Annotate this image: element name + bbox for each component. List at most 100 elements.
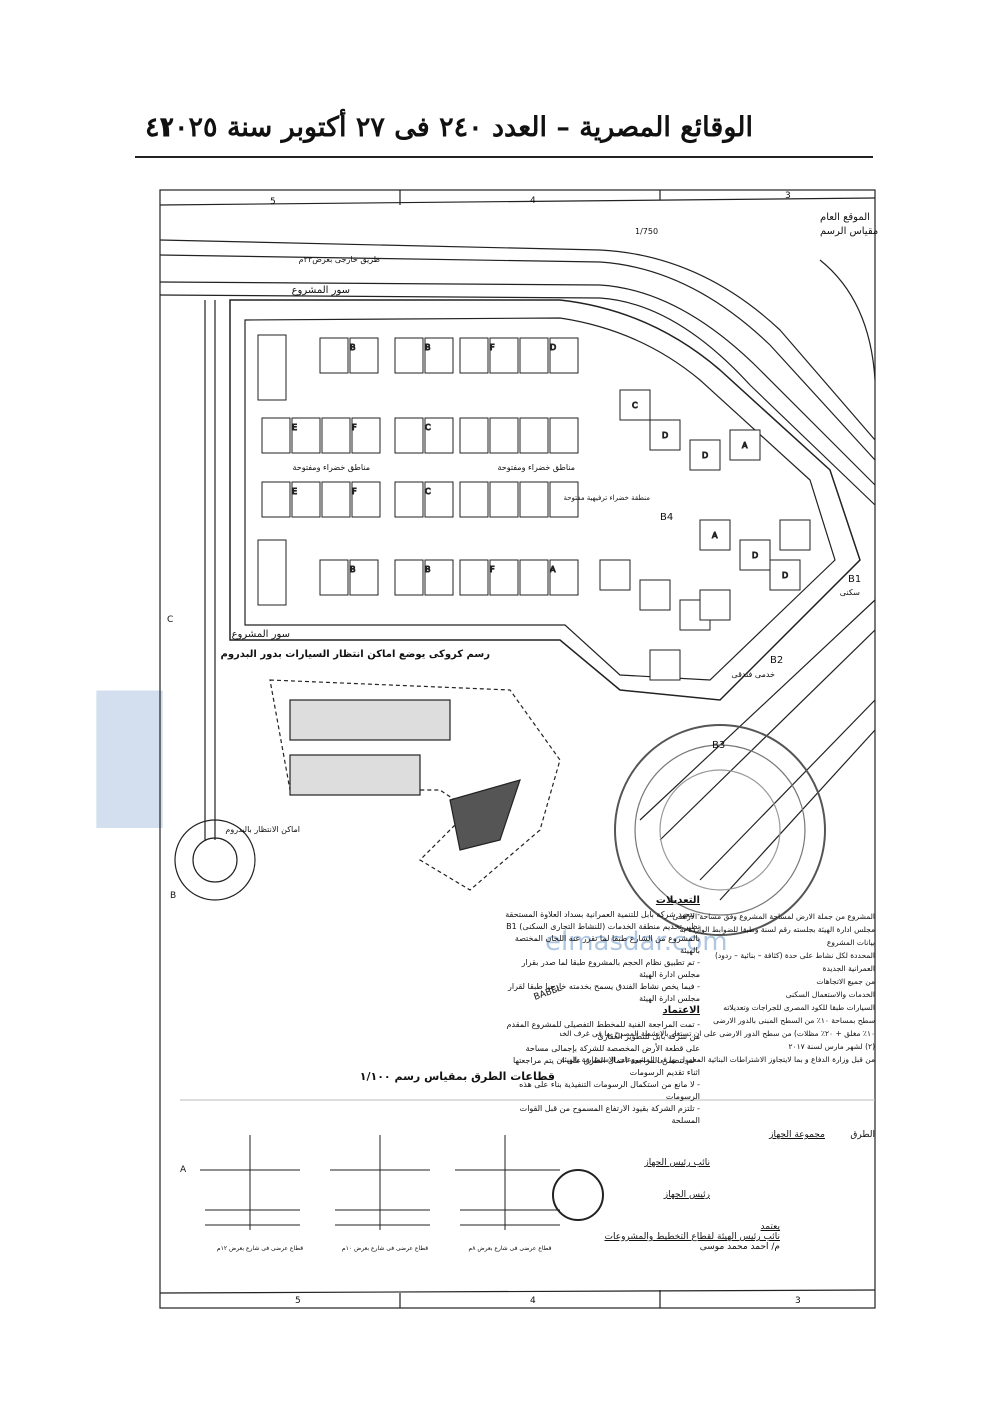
building-footprint (394, 417, 424, 454)
green-area-label: مناطق خضراء ومفتوحة (497, 463, 575, 472)
building-footprint (489, 481, 519, 518)
building-footprint (519, 337, 549, 374)
building-footprint (394, 481, 424, 518)
approved-label: يعتمد (760, 1222, 781, 1232)
section-label: قطاع عرضى فى شارع بعرض ١٠م (342, 1245, 428, 1252)
amendments-notes: التعديلات - تتعهد شركة بابل للتنمية العم… (500, 895, 700, 1127)
engineer-name: م/ احمد محمد موسى (699, 1242, 780, 1252)
building-label: E (292, 487, 297, 496)
building-footprint (519, 481, 549, 518)
building-footprint (349, 337, 379, 374)
building-label: B (425, 565, 431, 574)
building-footprint (257, 539, 287, 606)
building-footprint (261, 417, 291, 454)
note-line: من جميع الاتجاهات (816, 977, 875, 986)
building-footprint (424, 417, 454, 454)
amendments-title: التعديلات (655, 895, 700, 906)
project-wall-label: سور المشروع (232, 629, 290, 640)
building-label: F (352, 423, 357, 432)
building-label: D (752, 551, 758, 560)
grid-label: 4 (530, 1296, 536, 1306)
building-footprint (689, 439, 721, 471)
building-footprint (549, 337, 579, 374)
note-line: المشروع من جملة الارض لمساحة المشروع وفق… (672, 912, 875, 921)
building-footprint (424, 559, 454, 596)
general-site-label: الموقع العام (820, 212, 870, 223)
grid-label: A (180, 1165, 187, 1175)
conditions-notes: المشروع من جملة الارض لمساحة المشروع وفق… (560, 910, 875, 1066)
building-footprint (599, 559, 631, 591)
building-footprint (549, 417, 579, 454)
note-line: بيانات المشروع (826, 938, 875, 947)
plot-label: B2 (770, 655, 783, 666)
building-footprint (549, 481, 579, 518)
scale-label: مقياس الرسم (820, 226, 878, 237)
note-line: بالمشروع من الشارع طبقا لما تقرر عنه الل… (514, 934, 700, 955)
building-label: F (490, 565, 495, 574)
grid-label: 5 (270, 197, 276, 207)
sections-title: قطاعات الطرق بمقياس رسم ١/١٠٠ (360, 1070, 555, 1083)
section-label: قطاع عرضى فى شارع بعرض ٨م (468, 1245, 551, 1252)
building-label: F (490, 343, 495, 352)
watermark-text: elmasdar.com (545, 927, 728, 957)
building-footprint (519, 417, 549, 454)
vice-head-label: نائب رئيس الجهاز (644, 1158, 710, 1168)
building-footprint (424, 481, 454, 518)
note-line: - لا مانع من استكمال الرسومات التنفيذية … (519, 1080, 700, 1101)
building-footprint (699, 589, 731, 621)
building-footprint (519, 559, 549, 596)
note-line: العمرانية الجديدة (822, 964, 875, 973)
section-label: قطاع عرضى فى شارع بعرض ١٢م (217, 1245, 303, 1252)
header-rule (135, 156, 873, 158)
building-footprint (489, 559, 519, 596)
building-footprint (699, 519, 731, 551)
drawing-frame (159, 189, 876, 1309)
group-label: مجموعة الجهاز (769, 1130, 825, 1140)
plot-use: خدمى فندقى (731, 670, 775, 679)
building-footprint (261, 481, 291, 518)
building-footprint (319, 559, 349, 596)
building-footprint (619, 389, 651, 421)
grid-label: 4 (530, 196, 536, 206)
note-line: - لم تتضمن المراجعة اعمال الطرق على ان ي… (513, 1056, 700, 1077)
scale-value: 1/750 (635, 227, 658, 236)
building-label: D (782, 571, 788, 580)
building-footprint (649, 649, 681, 681)
building-footprint (459, 481, 489, 518)
note-line: المحددة لكل نشاط على حدة (كثافة – بنائية… (714, 951, 875, 960)
building-footprint (459, 559, 489, 596)
note-line: - تلتزم الشركة بقيود الارتفاع المسموح من… (519, 1104, 700, 1125)
building-footprint (351, 481, 381, 518)
central-area-label: منطقة خضراء ترفيهية مفتوحة (563, 494, 650, 502)
building-label: E (292, 423, 297, 432)
note-line: - تتعهد شركة بابل للتنمية العمرانية بسدا… (505, 910, 700, 931)
building-label: D (550, 343, 556, 352)
building-label: F (352, 487, 357, 496)
building-footprint (321, 417, 351, 454)
roads-label: الطرق (850, 1130, 875, 1140)
building-label: C (632, 401, 638, 410)
building-footprint (394, 337, 424, 374)
building-label: C (425, 487, 431, 496)
approval-signature: يعتمد نائب رئيس الهيئة لقطاع التخطيط وال… (580, 1222, 781, 1252)
building-footprint (351, 417, 381, 454)
note-line: من قبل وزارة الدفاع و بما لايتجاوز الاشت… (560, 1055, 875, 1064)
building-label: C (425, 423, 431, 432)
grid-label: 3 (795, 1296, 801, 1306)
building-footprint (291, 417, 321, 454)
building-footprint (257, 334, 287, 401)
building-footprint (459, 417, 489, 454)
building-footprint (769, 559, 801, 591)
green-area-label: مناطق خضراء ومفتوحة (292, 463, 370, 472)
building-footprint (394, 559, 424, 596)
vp-planning-label: نائب رئيس الهيئة لقطاع التخطيط والمشروعا… (604, 1232, 781, 1242)
building-footprint (739, 539, 771, 571)
building-footprint (779, 519, 811, 551)
note-line: - تمت المراجعة الفنية للمخطط التفصيلى لل… (506, 1020, 700, 1041)
building-footprint (639, 579, 671, 611)
building-label: B (350, 343, 356, 352)
outer-road-label: طريق خارجى بعرض٣٣م (299, 255, 380, 264)
building-footprint (549, 559, 579, 596)
plot-label: B4 (660, 512, 673, 523)
